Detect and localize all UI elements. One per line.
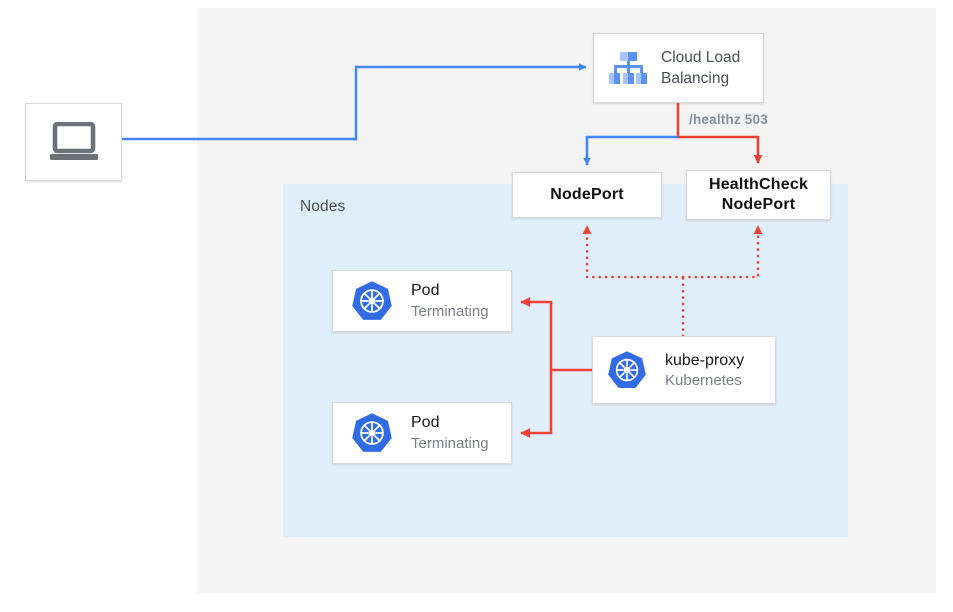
pod-2-text: Pod Terminating — [411, 413, 489, 454]
kubernetes-icon — [608, 351, 646, 388]
hc-label-line2: NodePort — [721, 196, 796, 213]
cloud-load-balancing-icon — [609, 52, 647, 84]
cloud-load-balancing-node[interactable]: Cloud Load Balancing — [593, 33, 764, 103]
pod-node-1[interactable]: Pod Terminating — [332, 270, 512, 332]
pod-node-2[interactable]: Pod Terminating — [332, 402, 512, 464]
kubernetes-icon — [352, 281, 392, 320]
kube-proxy-title: kube-proxy — [665, 351, 745, 369]
clb-label-line1: Cloud Load — [661, 49, 741, 66]
nodes-panel-label: Nodes — [300, 198, 346, 215]
nodeport-node[interactable]: NodePort — [512, 172, 662, 218]
pod-2-title: Pod — [411, 413, 440, 431]
kube-proxy-node[interactable]: kube-proxy Kubernetes — [592, 336, 776, 404]
nodeport-label: NodePort — [550, 186, 624, 203]
client-node[interactable] — [25, 103, 122, 181]
cloud-load-balancing-label: Cloud Load Balancing — [661, 47, 740, 89]
kube-proxy-text: kube-proxy Kubernetes — [665, 350, 744, 391]
laptop-icon — [49, 122, 98, 160]
healthz-label: /healthz 503 — [689, 112, 768, 127]
healthcheck-nodeport-label: HealthCheck NodePort — [709, 175, 808, 215]
pod-1-title: Pod — [411, 281, 440, 299]
pod-2-status: Terminating — [411, 434, 489, 452]
kube-proxy-subtitle: Kubernetes — [665, 371, 742, 389]
pod-1-text: Pod Terminating — [411, 281, 489, 322]
hc-label-line1: HealthCheck — [708, 176, 809, 193]
clb-label-line2: Balancing — [661, 70, 730, 87]
kubernetes-icon — [352, 413, 392, 452]
pod-1-status: Terminating — [411, 302, 489, 320]
healthcheck-nodeport-node[interactable]: HealthCheck NodePort — [686, 170, 831, 220]
